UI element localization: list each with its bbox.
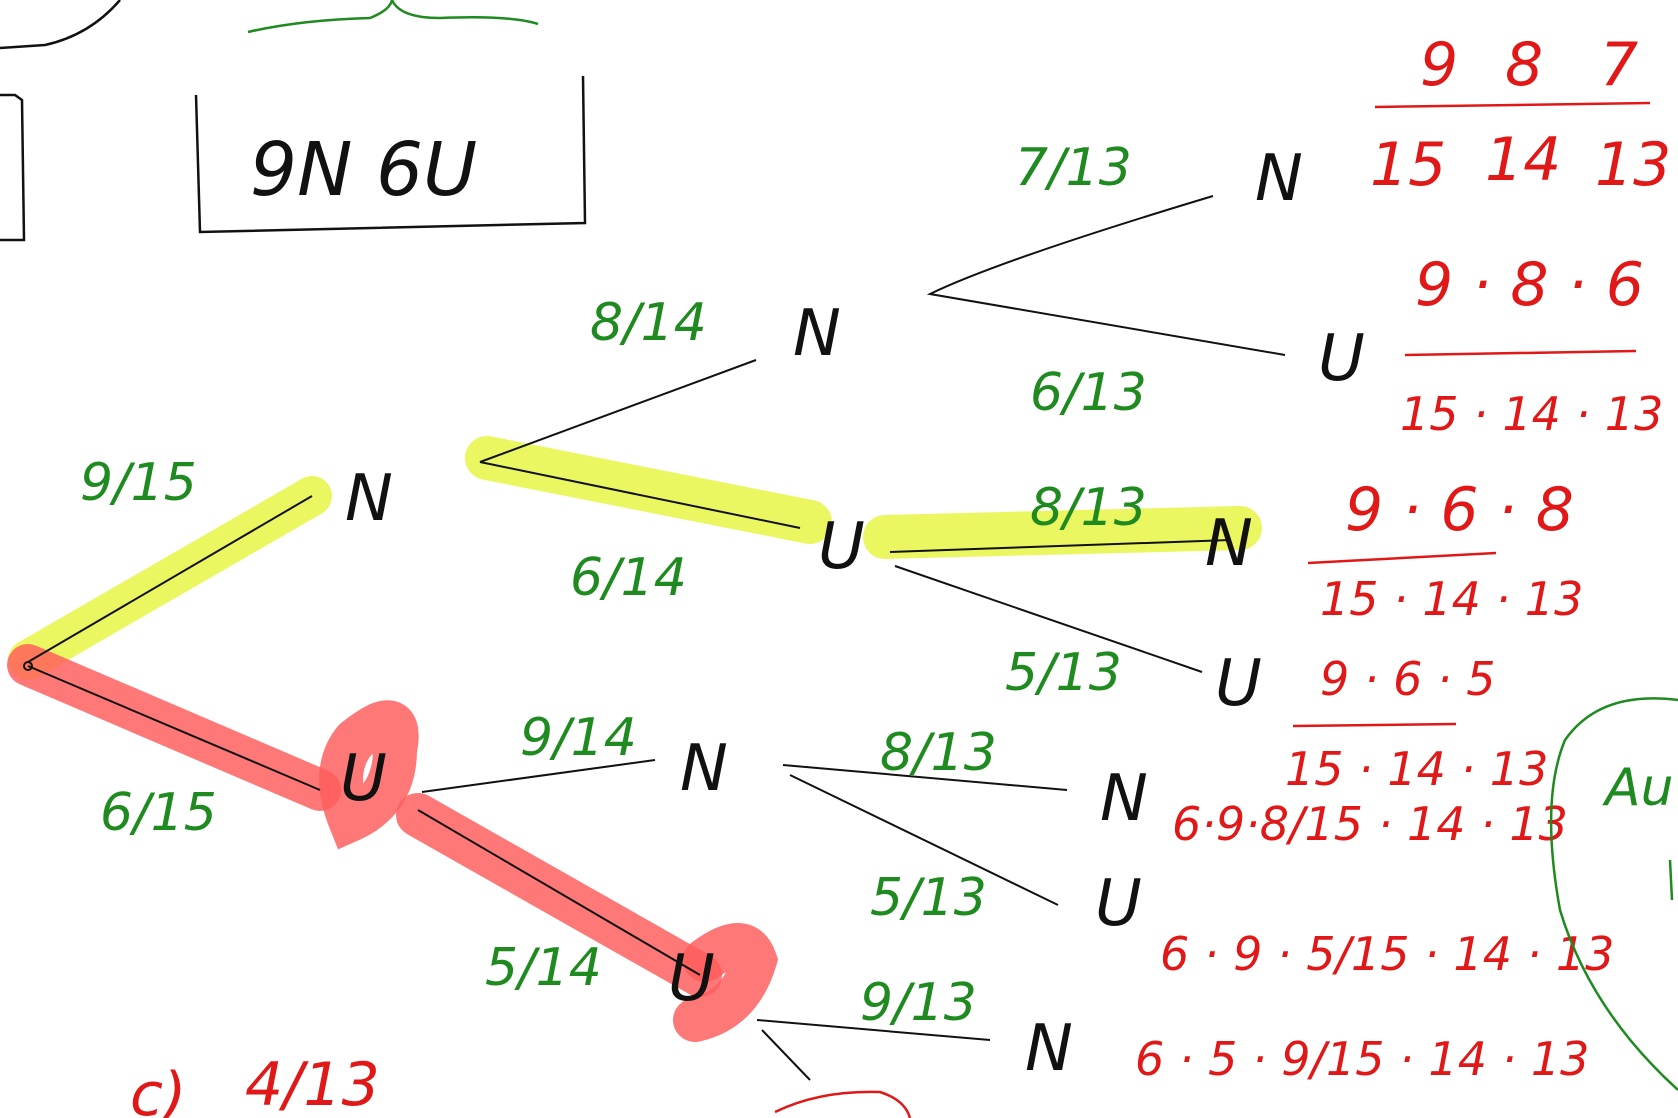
highlight-node-uu bbox=[673, 923, 779, 1042]
prob-nu-u: 5/13 bbox=[1005, 643, 1122, 703]
node-unu: U bbox=[1095, 867, 1142, 941]
branch-uu-u bbox=[761, 1029, 811, 1081]
result-2-fraction-bar bbox=[1404, 349, 1637, 357]
branch-un-n bbox=[782, 764, 1068, 791]
branch-nu-u bbox=[894, 565, 1203, 673]
prob-uu-n: 9/13 bbox=[860, 973, 977, 1033]
result-5: 6·9·8/15 · 14 · 13 bbox=[1172, 797, 1568, 851]
urn-contents: 9N 6U bbox=[250, 127, 477, 213]
urn-box-outline bbox=[194, 75, 587, 234]
branch-n-u bbox=[479, 461, 801, 529]
branch-u-n bbox=[421, 759, 656, 793]
result-1-num-c: 7 bbox=[1600, 30, 1638, 100]
branch-nn-split bbox=[926, 195, 1286, 356]
branch-u-u bbox=[417, 809, 701, 976]
branch-n-n bbox=[479, 359, 757, 463]
branch-root-u bbox=[27, 665, 321, 791]
result-4: 9 · 6 · 5 15 · 14 · 13 bbox=[1285, 652, 1548, 796]
prob-n-n: 8/14 bbox=[590, 293, 707, 353]
level-3: 7/13 N 6/13 U 8/13 N 5/13 U 8/13 N 5/13 … bbox=[860, 138, 1365, 1086]
level-1: 9/15 N 6/15 U bbox=[80, 453, 393, 843]
prob-n-u: 6/14 bbox=[570, 548, 687, 608]
highlight-u-to-n bbox=[863, 506, 1262, 559]
result-4-denominator: 15 · 14 · 13 bbox=[1285, 742, 1548, 796]
node-unn: N bbox=[1100, 762, 1148, 836]
results: 9 8 7 15 14 13 9 · 8 · 6 15 · 14 · 13 9 … bbox=[1135, 30, 1671, 1086]
bottom-note-fraction: 4/13 bbox=[245, 1050, 380, 1118]
result-3-fraction-bar bbox=[1307, 551, 1497, 565]
result-3-numerator: 9 · 6 · 8 bbox=[1345, 475, 1574, 545]
result-2: 9 · 8 · 6 15 · 14 · 13 bbox=[1400, 250, 1663, 441]
result-1-den-b: 14 bbox=[1485, 125, 1561, 195]
branch-un-u bbox=[789, 774, 1059, 906]
highlight-n-to-u bbox=[465, 436, 832, 544]
result-1-den-c: 13 bbox=[1595, 130, 1671, 200]
node-nuu: U bbox=[1215, 647, 1262, 721]
node-nnn: N bbox=[1255, 142, 1303, 216]
node-uun: N bbox=[1025, 1012, 1073, 1086]
side-note-outline bbox=[1549, 697, 1678, 1091]
node-nun: N bbox=[1205, 507, 1253, 581]
result-1-num-b: 8 bbox=[1505, 30, 1543, 100]
branch-root-n bbox=[27, 495, 313, 663]
prob-root-u: 6/15 bbox=[100, 783, 217, 843]
node-nu: U bbox=[818, 510, 865, 584]
level-2: 8/14 N 6/14 U 9/14 N 5/14 U bbox=[485, 293, 865, 1016]
bottom-note-letter: c) bbox=[130, 1060, 186, 1118]
root-node bbox=[23, 661, 33, 671]
bottom-note: c) 4/13 bbox=[130, 1050, 912, 1118]
prob-root-n: 9/15 bbox=[80, 453, 197, 513]
result-1: 9 8 7 15 14 13 bbox=[1370, 30, 1671, 200]
prob-nn-n: 7/13 bbox=[1015, 138, 1132, 198]
urn-box: 9N 6U bbox=[194, 75, 587, 234]
top-left-scribbles bbox=[0, 0, 539, 242]
branch-uu-n bbox=[756, 1019, 991, 1041]
result-7: 6 · 5 · 9/15 · 14 · 13 bbox=[1135, 1032, 1589, 1086]
tree-branches bbox=[27, 195, 1286, 1081]
node-nn: N bbox=[793, 297, 841, 371]
result-4-numerator: 9 · 6 · 5 bbox=[1320, 652, 1496, 706]
prob-nn-u: 6/13 bbox=[1030, 363, 1147, 423]
result-1-num-a: 9 bbox=[1420, 30, 1458, 100]
partial-box bbox=[0, 93, 26, 242]
result-2-numerator: 9 · 8 · 6 bbox=[1415, 250, 1644, 320]
highlight-node-u bbox=[319, 700, 419, 850]
prob-u-u: 5/14 bbox=[485, 938, 602, 998]
prob-un-u: 5/13 bbox=[870, 868, 987, 928]
node-n: N bbox=[345, 462, 393, 536]
result-1-fraction-bar bbox=[1374, 101, 1651, 109]
result-3: 9 · 6 · 8 15 · 14 · 13 bbox=[1307, 475, 1583, 626]
bottom-red-arc bbox=[774, 1090, 912, 1118]
node-uu: U bbox=[668, 942, 715, 1016]
node-nnu: U bbox=[1318, 322, 1365, 396]
prob-nu-n: 8/13 bbox=[1030, 478, 1147, 538]
side-note-mark bbox=[1668, 859, 1674, 901]
node-un: N bbox=[680, 732, 728, 806]
node-u: U bbox=[340, 742, 387, 816]
result-6: 6 · 9 · 5/15 · 14 · 13 bbox=[1160, 927, 1614, 981]
corner-curve bbox=[0, 0, 121, 50]
prob-un-n: 8/13 bbox=[880, 723, 997, 783]
green-brace bbox=[247, 0, 539, 34]
result-1-den-a: 15 bbox=[1370, 130, 1446, 200]
side-note: Au bbox=[1549, 697, 1678, 1091]
result-3-denominator: 15 · 14 · 13 bbox=[1320, 572, 1583, 626]
branch-nu-n bbox=[889, 539, 1231, 553]
side-note-text: Au bbox=[1602, 758, 1674, 818]
result-4-fraction-bar bbox=[1292, 722, 1457, 728]
result-2-denominator: 15 · 14 · 13 bbox=[1400, 387, 1663, 441]
prob-u-n: 9/14 bbox=[520, 708, 637, 768]
